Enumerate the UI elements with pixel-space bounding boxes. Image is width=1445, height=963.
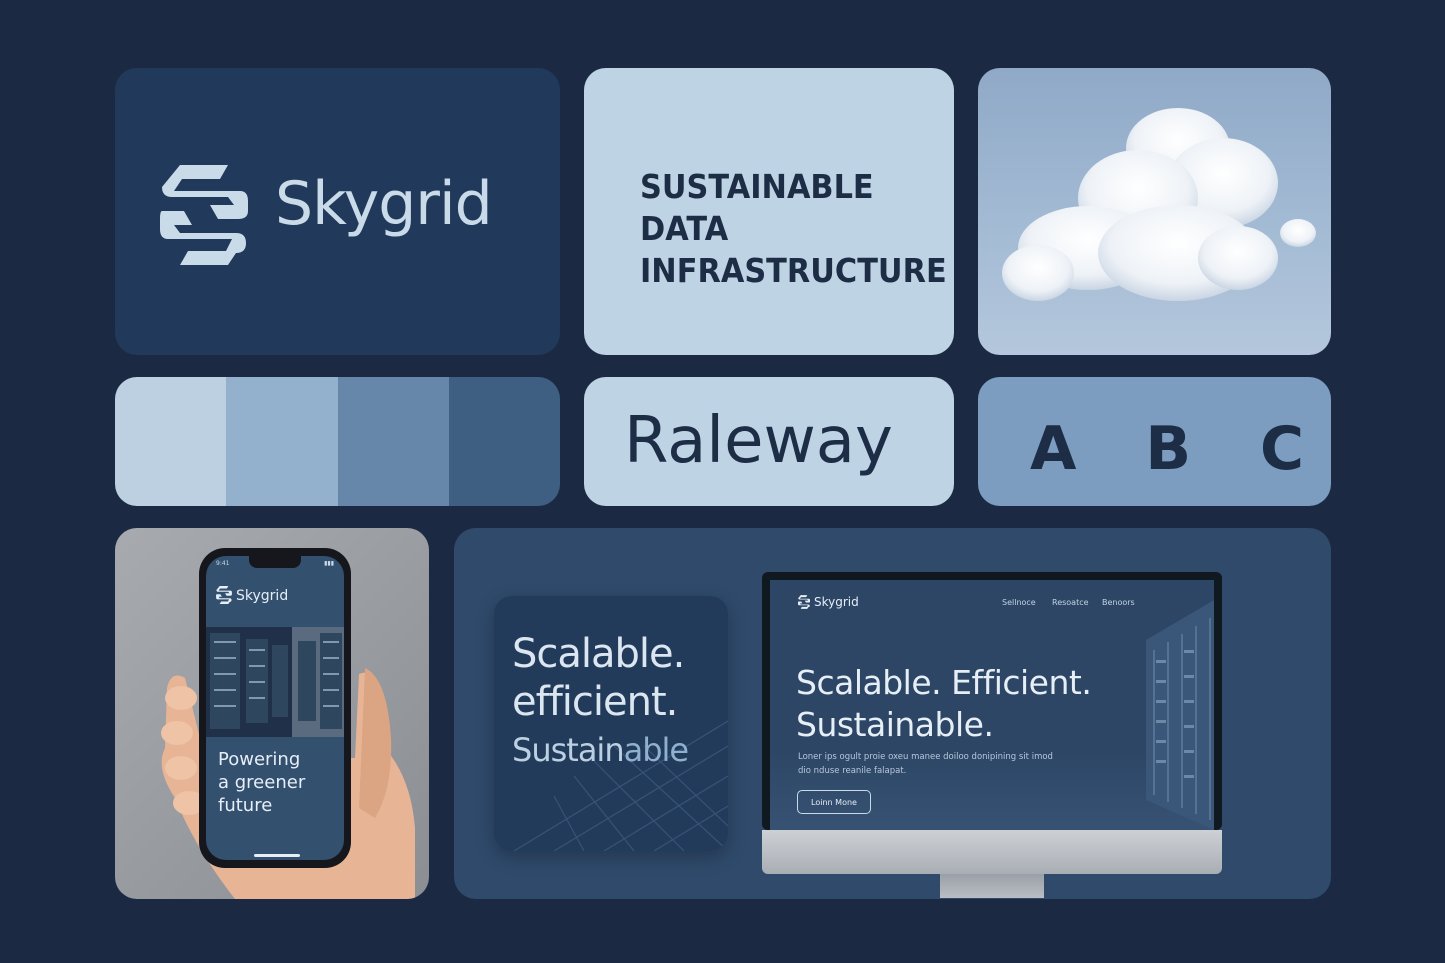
server-room-image [206,627,344,737]
phone-headline-line: a greener [218,772,306,793]
phone-screen: 9:41 ▮▮▮ Skygrid Powering a [206,556,344,860]
social-post-card: Scalable. efficient. Sustainable [494,596,728,851]
desktop-monitor: Skygrid Sellnoce Resoatce Benoors Scalab… [762,572,1222,898]
skygrid-logo-icon [216,586,232,604]
phone-headline-line: Powering [218,749,301,770]
color-swatch [448,377,560,506]
phone-mockup-card: 9:41 ▮▮▮ Skygrid Powering a [115,528,429,899]
phone-notch [249,556,301,568]
site-nav-link[interactable]: Resoatce [1052,598,1089,607]
color-swatch [115,377,227,506]
phone-headline-line: future [218,795,273,816]
home-indicator [254,854,300,857]
site-body-text: Loner ips ogult proie oxeu manee doiloo … [798,752,1053,776]
status-time: 9:41 [216,560,230,567]
color-swatch [337,377,449,506]
phone-brand: Skygrid [236,588,289,604]
skygrid-logo-icon [798,595,810,609]
status-signal-icon: ▮▮▮ [324,560,334,567]
monitor-chin [762,830,1222,874]
social-post-text: Scalable. efficient. Sustainable [512,630,689,774]
website-screen: Skygrid Sellnoce Resoatce Benoors Scalab… [770,580,1214,830]
social-line: Sustainable [512,726,689,774]
monitor-stand [940,874,1044,898]
color-palette [115,377,560,506]
tagline-line: SUSTAINABLE [640,167,874,206]
brand-wordmark: Skygrid [275,169,493,239]
letter-sample-card: A B C Z [978,377,1331,506]
grid-floor-graphic [513,720,728,851]
typeface-name: Raleway [624,404,893,478]
letter-sample: A B C Z [1030,414,1331,484]
site-headline-line: Scalable. Efficient. [796,663,1092,702]
social-line-part: able [623,731,689,769]
cloud-image [1002,108,1316,301]
phone-headline: Powering a greener future [218,748,305,817]
site-brand[interactable]: Skygrid [814,595,859,609]
social-line-part: Sustain [512,731,625,769]
site-nav-link[interactable]: Benoors [1102,598,1135,607]
site-nav-link[interactable]: Sellnoce [1002,598,1036,607]
logo-card [115,68,560,355]
skygrid-logo-icon [160,165,248,265]
site-headline-line: Sustainable. [796,705,994,744]
social-line: Scalable. [512,631,685,677]
color-swatch [226,377,338,506]
tagline: SUSTAINABLE DATA INFRASTRUCTURE [640,166,947,292]
learn-more-button[interactable]: Loinn Mone [797,790,871,814]
tagline-card: SUSTAINABLE DATA INFRASTRUCTURE [584,68,954,355]
web-mockup-card: Scalable. efficient. Sustainable [454,528,1331,899]
tagline-line: DATA [640,209,729,248]
server-racks-background [770,600,1214,830]
cloud-photo-card [978,68,1331,355]
typeface-card: Raleway [584,377,954,506]
site-headline: Scalable. Efficient. Sustainable. [796,662,1092,746]
tagline-line: INFRASTRUCTURE [640,251,947,290]
social-line: efficient. [512,679,678,725]
